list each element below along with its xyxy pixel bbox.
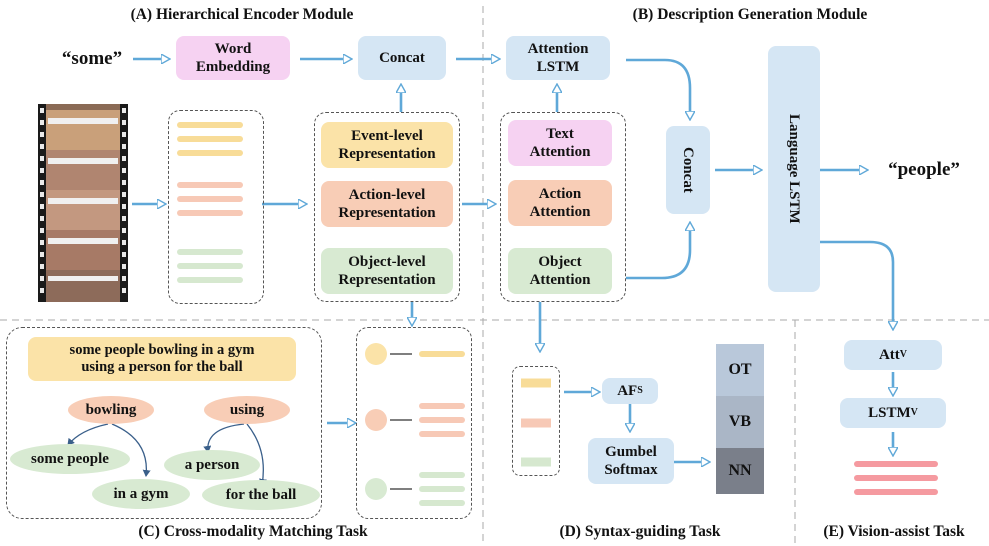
- input-word: “some”: [61, 48, 123, 69]
- tag-nn: NN: [716, 448, 764, 494]
- title-hierarchical-encoder: (A) Hierarchical Encoder Module: [130, 6, 354, 23]
- gumbel-softmax-box: Gumbel Softmax: [588, 438, 674, 484]
- word-embedding-box: Word Embedding: [176, 36, 290, 80]
- afs-label: AF: [617, 383, 638, 399]
- tag-ot: OT: [716, 344, 764, 396]
- object-level-box: Object-level Representation: [321, 248, 453, 294]
- language-lstm-box: Language LSTM: [768, 46, 820, 292]
- lstm-v-label: LSTM: [868, 405, 911, 421]
- video-frames-image: [38, 104, 128, 302]
- syntax-feature-bars: [521, 378, 551, 467]
- title-description-generation: (B) Description Generation Module: [632, 6, 868, 23]
- event-level-box: Event-level Representation: [321, 122, 453, 168]
- video-features-box: [168, 110, 264, 304]
- concat-box-generation: Concat: [666, 126, 710, 214]
- dependency-arcs: [67, 423, 267, 486]
- output-word: “people”: [888, 159, 960, 180]
- concat-box-encoder: Concat: [358, 36, 446, 80]
- matching-pairs: [365, 343, 465, 506]
- node-bowling: bowling: [68, 396, 154, 424]
- representation-group: [314, 112, 460, 302]
- tag-vb: VB: [716, 396, 764, 448]
- action-level-box: Action-level Representation: [321, 181, 453, 227]
- title-syntax-guiding: (D) Syntax-guiding Task: [559, 523, 721, 540]
- att-v-subscript: V: [899, 349, 908, 360]
- matching-pairs-box: [356, 327, 472, 519]
- sentence-box: some people bowling in a gym using a per…: [28, 337, 296, 381]
- title-cross-modality-matching: (C) Cross-modality Matching Task: [138, 523, 368, 540]
- title-vision-assist: (E) Vision-assist Task: [823, 523, 965, 540]
- node-for-the-ball: for the ball: [202, 480, 320, 510]
- language-lstm-label: Language LSTM: [786, 114, 802, 224]
- concat-generation-label: Concat: [680, 147, 696, 193]
- node-in-a-gym: in a gym: [92, 479, 190, 509]
- attention-group: [500, 112, 626, 302]
- text-attention-box: Text Attention: [508, 120, 612, 166]
- node-a-person: a person: [164, 450, 260, 480]
- node-some-people: some people: [10, 444, 130, 474]
- afs-subscript: S: [637, 385, 643, 396]
- vision-output-bars: [854, 461, 938, 495]
- node-using: using: [204, 396, 290, 424]
- sentence-graph-box: [6, 327, 322, 519]
- syntax-features-box: [512, 366, 560, 476]
- flow-arrows: [132, 59, 893, 462]
- attention-lstm-box: Attention LSTM: [506, 36, 610, 80]
- object-attention-box: Object Attention: [508, 248, 612, 294]
- action-attention-box: Action Attention: [508, 180, 612, 226]
- lstm-v-subscript: V: [910, 407, 918, 418]
- att-v-label: Att: [878, 347, 900, 363]
- feature-bars-encoder: [177, 122, 243, 283]
